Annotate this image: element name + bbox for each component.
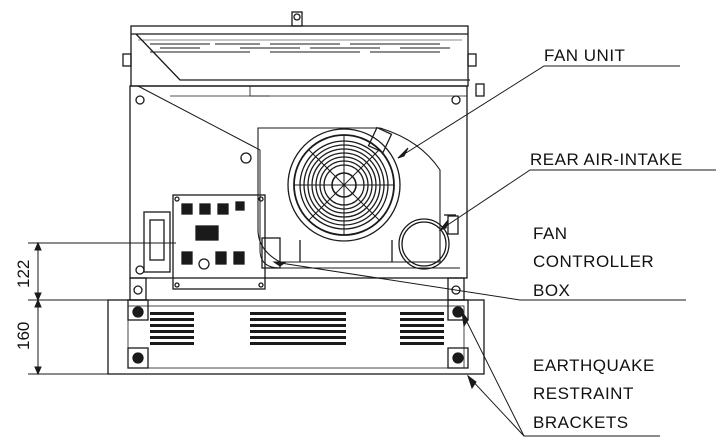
dimension-122: 122 [14, 259, 33, 288]
label-fan-controller-box-line2: CONTROLLER [533, 252, 655, 271]
label-earthquake-line3: BRACKETS [533, 413, 629, 432]
fan-unit [257, 126, 441, 263]
label-fan-controller-box-line3: BOX [533, 281, 571, 300]
label-rear-air-intake: REAR AIR-INTAKE [530, 150, 683, 169]
dimension-160: 160 [14, 321, 33, 350]
label-fan-controller-box-line1: FAN [533, 224, 568, 243]
top-hood [122, 11, 485, 97]
main-body [129, 85, 468, 279]
rear-air-intake [398, 214, 459, 270]
label-earthquake-line2: RESTRAINT [533, 384, 634, 403]
label-earthquake-line1: EARTHQUAKE [533, 356, 655, 375]
plinth [107, 299, 485, 375]
label-fan-unit: FAN UNIT [544, 46, 626, 65]
fan-controller-box [143, 194, 281, 290]
leader-lines [272, 65, 716, 437]
dimension-lines [28, 241, 176, 376]
